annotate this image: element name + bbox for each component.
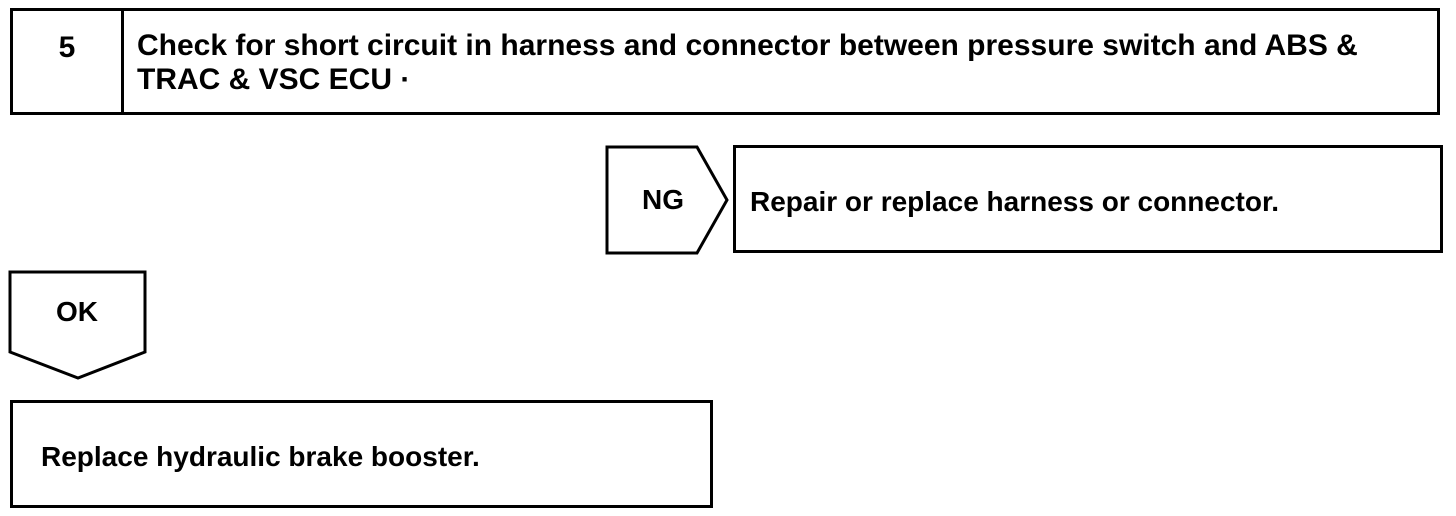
ok-result-box: Replace hydraulic brake booster.	[10, 400, 713, 508]
ng-action-text: Repair or replace harness or connector.	[750, 186, 1280, 217]
step-header: 5 Check for short circuit in harness and…	[10, 8, 1440, 115]
ok-label: OK	[56, 296, 98, 327]
ok-arrow-shape	[8, 270, 147, 380]
ng-result-box: Repair or replace harness or connector.	[733, 145, 1443, 253]
ng-arrow-shape	[605, 145, 729, 255]
step-title: Check for short circuit in harness and c…	[137, 29, 1358, 96]
ng-label: NG	[642, 184, 684, 215]
ok-action-text: Replace hydraulic brake booster.	[41, 441, 480, 472]
step-number: 5	[13, 11, 124, 112]
